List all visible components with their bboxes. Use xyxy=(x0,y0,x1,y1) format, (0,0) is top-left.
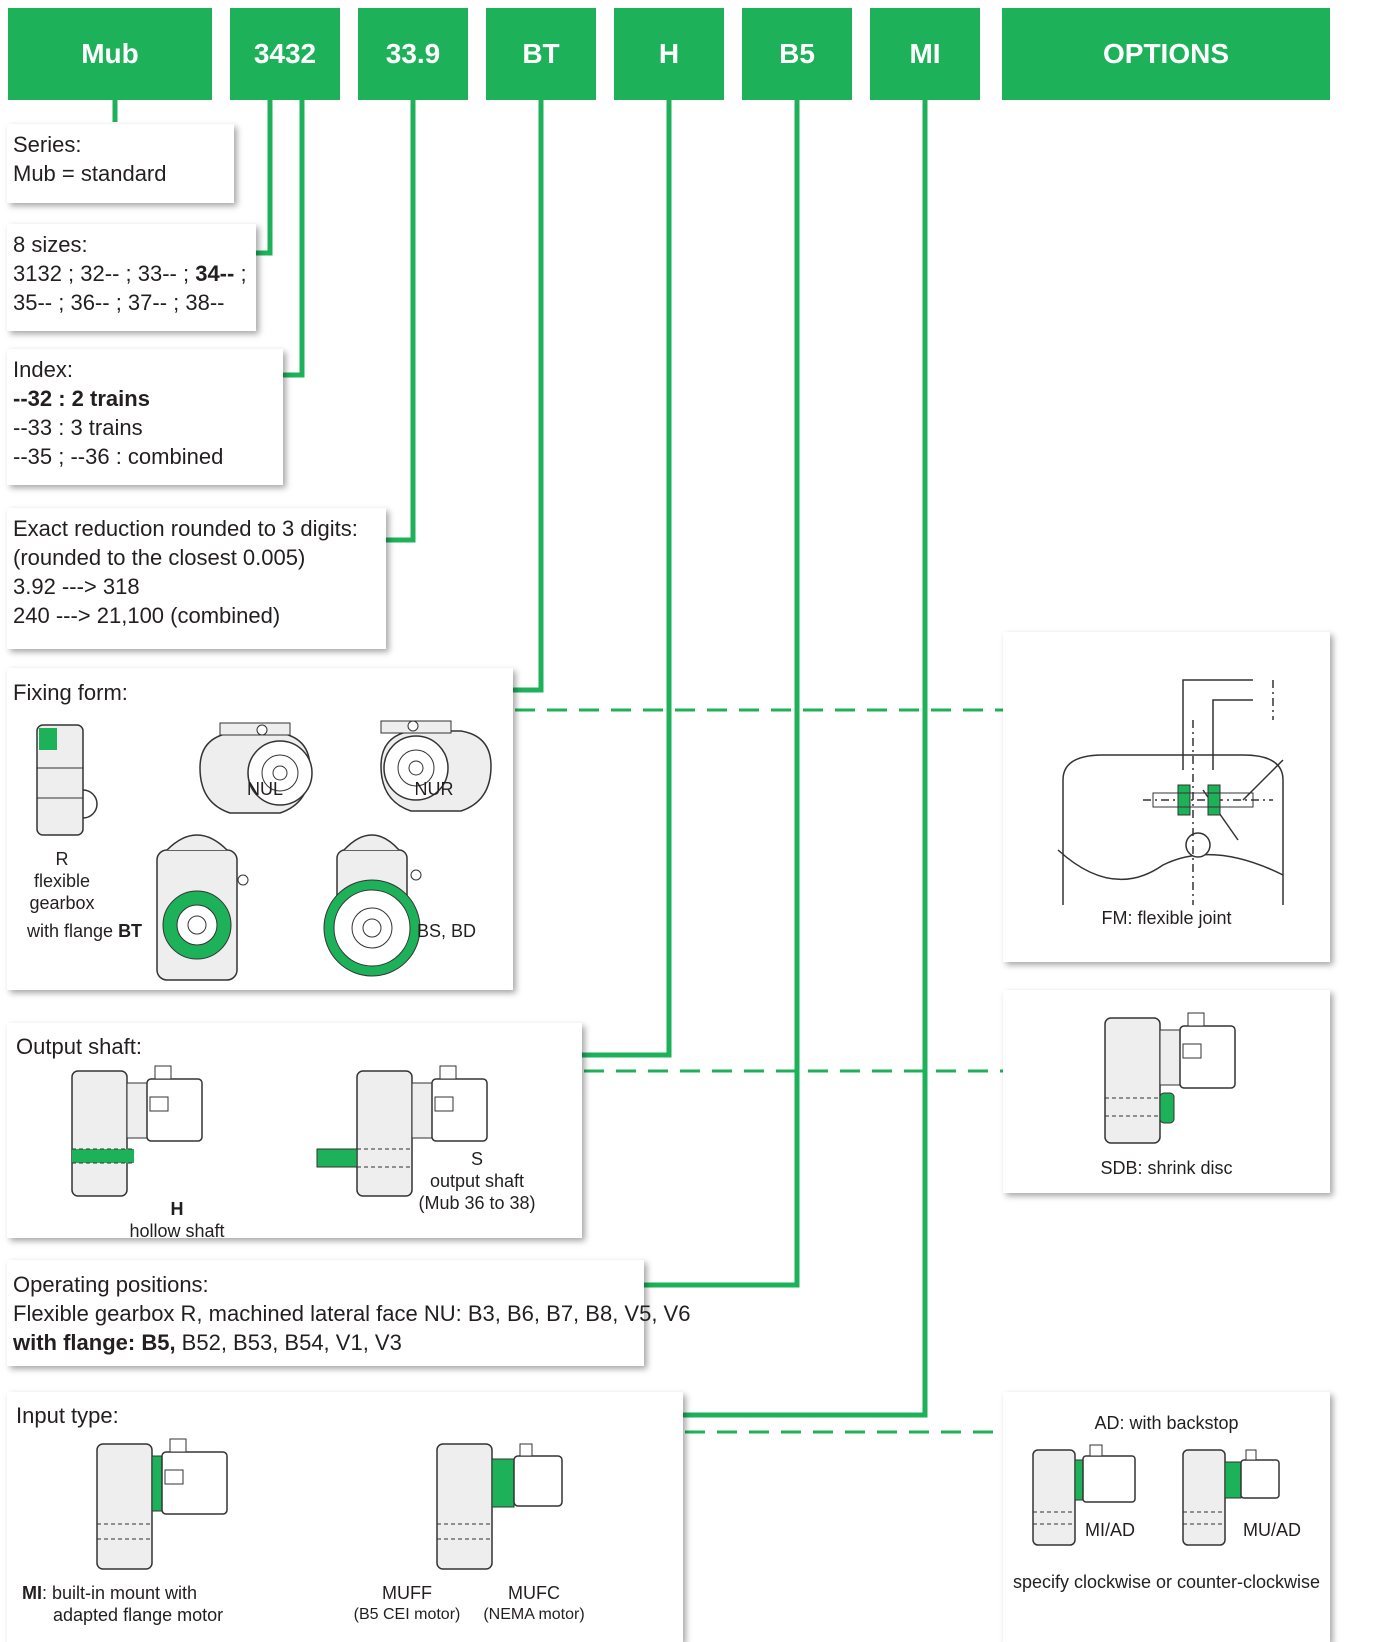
reduction-line2: 3.92 ---> 318 xyxy=(13,574,140,599)
header-size: 3432 xyxy=(230,8,340,100)
output-shaft-image xyxy=(316,1065,488,1197)
nur-gearbox-image xyxy=(380,720,492,812)
ad-title: AD: with backstop xyxy=(1094,1413,1239,1433)
index-title: Index: xyxy=(13,357,73,382)
flexible-joint-image xyxy=(1057,679,1284,905)
index-box: Index: --32 : 2 trains --33 : 3 trains -… xyxy=(7,349,283,485)
header-series: Mub xyxy=(8,8,212,100)
r-label: R flexible gearbox xyxy=(29,849,95,913)
nul-gearbox-image xyxy=(199,722,313,814)
reduction-title: Exact reduction rounded to 3 digits: xyxy=(13,516,358,541)
option-fm-box: FM: flexible joint xyxy=(1003,632,1330,962)
mu-ad-label: MU/AD xyxy=(1243,1520,1301,1540)
input-box: Input type: MI: built-in mount with adap… xyxy=(7,1392,683,1642)
mi-label: MI: built-in mount with adapted flange m… xyxy=(22,1583,224,1625)
index-line1: --32 : 2 trains xyxy=(13,386,150,411)
index-line3: --35 ; --36 : combined xyxy=(13,444,224,469)
sizes-line2: 35-- ; 36-- ; 37-- ; 38-- xyxy=(13,290,225,315)
header-input: MI xyxy=(870,8,980,100)
header-shaft: H xyxy=(614,8,724,100)
positions-line1: Flexible gearbox R, machined lateral fac… xyxy=(13,1301,691,1326)
positions-title: Operating positions: xyxy=(13,1272,209,1297)
header-position: B5 xyxy=(742,8,852,100)
hollow-shaft-image xyxy=(71,1065,203,1197)
reduction-box: Exact reduction rounded to 3 digits: (ro… xyxy=(7,508,386,649)
mi-ad-image xyxy=(1032,1444,1136,1546)
option-sdb-box: SDB: shrink disc xyxy=(1003,990,1330,1193)
mu-ad-image xyxy=(1182,1449,1280,1546)
mu-motor-image xyxy=(436,1443,563,1570)
ad-note: specify clockwise or counter-clockwise xyxy=(1012,1572,1321,1592)
input-title: Input type: xyxy=(16,1403,119,1428)
bs-bd-image xyxy=(323,834,422,977)
option-ad-box: AD: with backstop MI/AD MU/AD specify cl… xyxy=(1003,1392,1330,1642)
fm-label: FM: flexible joint xyxy=(1101,908,1232,928)
shaft-box: Output shaft: H hollow shaft S output sh… xyxy=(7,1023,582,1241)
fixing-box: Fixing form: R flexible gearbox NUL NUR xyxy=(7,668,513,990)
fixing-title: Fixing form: xyxy=(13,680,128,705)
series-line: Mub = standard xyxy=(13,161,167,186)
header-fixing: BT xyxy=(486,8,596,100)
muff-label: MUFF (B5 CEI motor) xyxy=(353,1583,461,1623)
shaft-title: Output shaft: xyxy=(16,1034,142,1059)
header-ratio: 33.9 xyxy=(358,8,468,100)
bt-flange-image xyxy=(156,834,249,981)
nul-label: NUL xyxy=(246,779,283,799)
mufc-label: MUFC (NEMA motor) xyxy=(483,1583,585,1623)
mi-ad-label: MI/AD xyxy=(1085,1520,1136,1540)
reduction-line1: (rounded to the closest 0.005) xyxy=(13,545,306,570)
sizes-title: 8 sizes: xyxy=(13,232,88,257)
header-options: OPTIONS xyxy=(1002,8,1330,100)
reduction-line3: 240 ---> 21,100 (combined) xyxy=(13,603,281,628)
hollow-shaft-label: H hollow shaft xyxy=(129,1199,225,1241)
mi-motor-image xyxy=(96,1438,228,1570)
nur-label: NUR xyxy=(414,779,454,799)
sizes-line1: 3132 ; 32-- ; 33-- ; 34-- ; xyxy=(13,261,247,286)
series-box: Series: Mub = standard xyxy=(7,124,234,203)
output-shaft-label: S output shaft (Mub 36 to 38) xyxy=(418,1149,536,1213)
series-title: Series: xyxy=(13,132,82,157)
sdb-label: SDB: shrink disc xyxy=(1100,1158,1233,1178)
bs-bd-label: BS, BD xyxy=(417,921,477,941)
positions-box: Operating positions: Flexible gearbox R,… xyxy=(7,1260,691,1366)
r-gearbox-image xyxy=(36,724,98,836)
positions-line2: with flange: B5, B52, B53, B54, V1, V3 xyxy=(13,1330,402,1355)
index-line2: --33 : 3 trains xyxy=(13,415,143,440)
sizes-box: 8 sizes: 3132 ; 32-- ; 33-- ; 34-- ; 35-… xyxy=(7,224,256,331)
shrink-disc-image xyxy=(1104,1012,1236,1144)
bt-label: with flange BT xyxy=(27,921,143,941)
